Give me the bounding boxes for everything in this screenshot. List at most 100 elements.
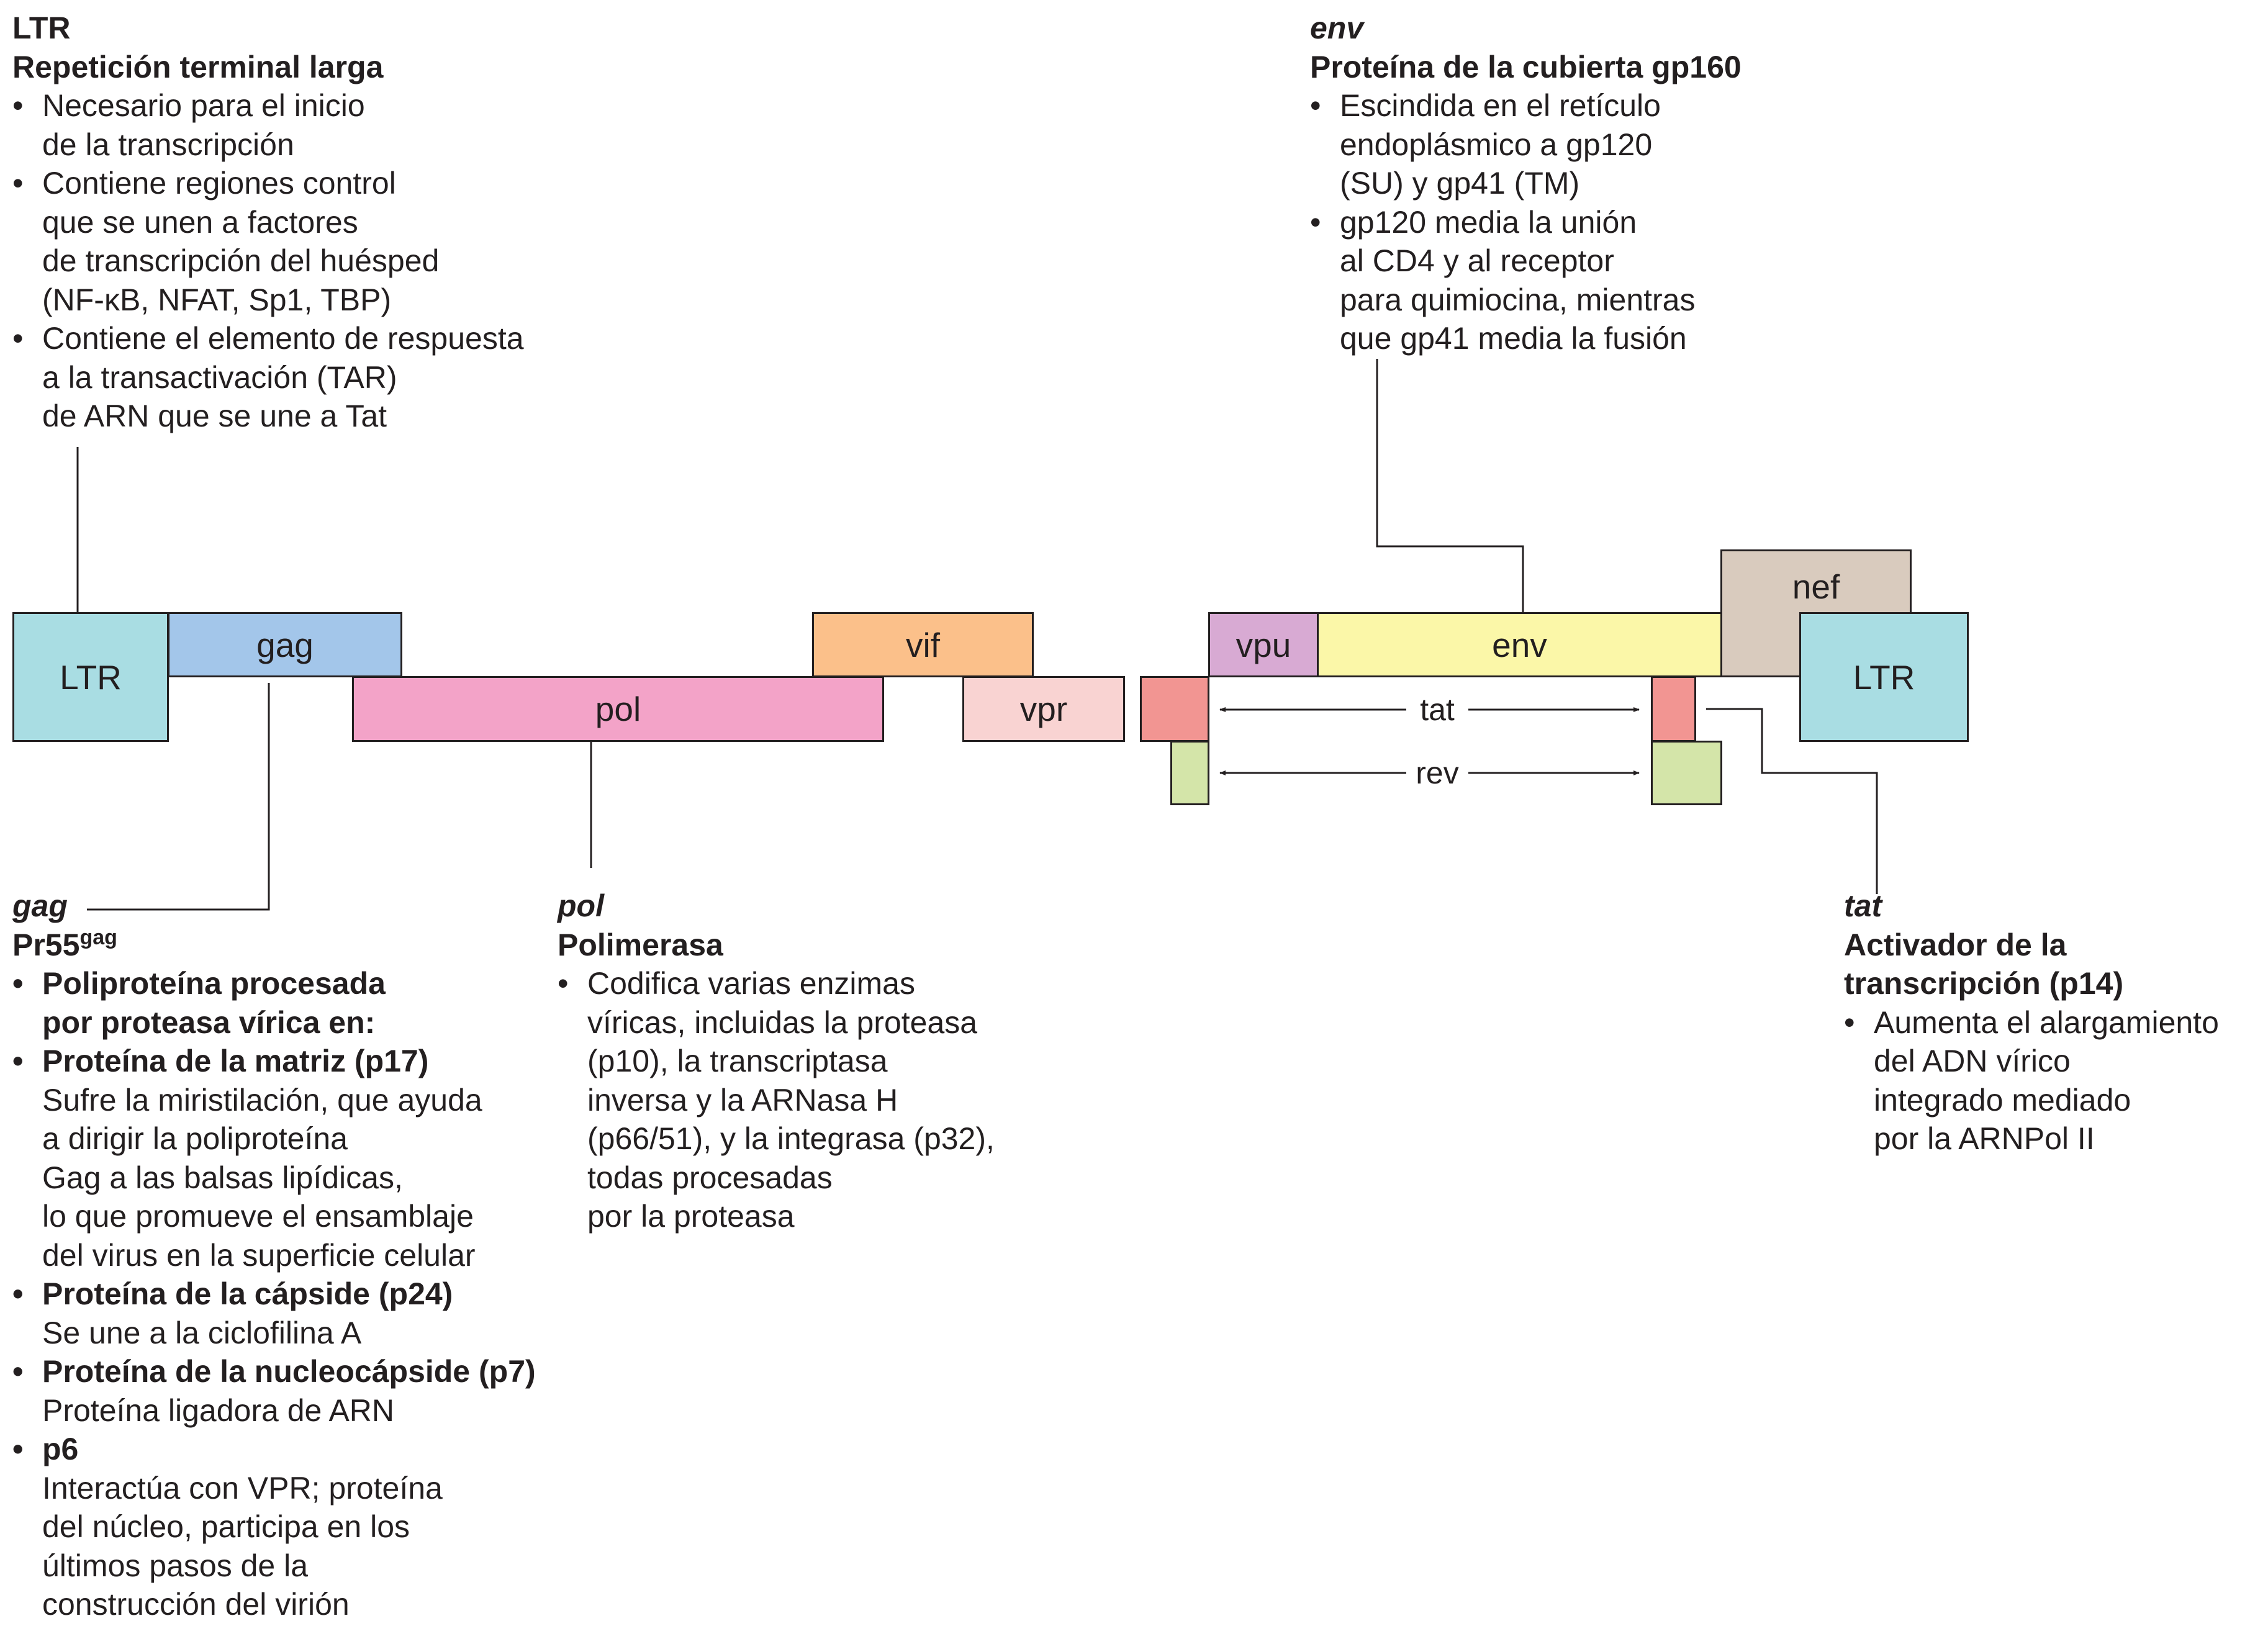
gag-body-line: del núcleo, participa en los [42, 1509, 410, 1544]
tat-bullet: Aumenta el alargamiento del ADN vírico i… [1844, 1003, 2219, 1158]
ltr-bullet: Contiene el elemento de respuesta a la t… [12, 319, 524, 436]
env-annotation-title: env [1310, 11, 1364, 45]
tat-annotation-title: tat [1844, 888, 1882, 923]
gag-bullet-heading: por proteasa vírica en: [42, 1005, 376, 1040]
gag-body-line: Interactúa con VPR; proteína [42, 1470, 443, 1506]
ltr-annotation-title: LTR [12, 11, 71, 45]
gene-gag: gag [168, 612, 402, 677]
gag-body-line: Gag a las balsas lipídicas, [42, 1160, 403, 1195]
ltr-bullet: Necesario para el inicio de la transcrip… [12, 86, 524, 164]
ltr-bullet-line: Contiene el elemento de respuesta [42, 321, 524, 356]
gag-leader-line [87, 683, 270, 911]
tat-annotation: tat Activador de la transcripción (p14) … [1844, 887, 2219, 1158]
gag-body-line: del virus en la superficie celular [42, 1237, 476, 1273]
gag-body-line: Sufre la miristilación, que ayuda [42, 1082, 482, 1118]
gag-bullet: Proteína de la cápside (p24) [12, 1275, 536, 1314]
ltr-annotation: LTR Repetición terminal larga Necesario … [12, 9, 524, 436]
pol-annotation-title: pol [558, 888, 604, 923]
gag-bullet: Proteína de la nucleocápside (p7) [12, 1352, 536, 1391]
gag-bullet-heading: Proteína de la matriz (p17) [42, 1044, 429, 1078]
gene-vpu-label: vpu [1236, 625, 1291, 664]
gag-body-line: a dirigir la poliproteína [42, 1121, 348, 1156]
gene-vpr: vpr [962, 676, 1125, 742]
gag-bullet: p6 [12, 1430, 536, 1469]
ltr-annotation-subtitle: Repetición terminal larga [12, 49, 384, 84]
ltr-bullet-line: Necesario para el inicio [42, 88, 365, 123]
ltr-bullet-line: Contiene regiones control [42, 166, 396, 201]
env-annotation: env Proteína de la cubierta gp160 Escind… [1310, 9, 1742, 358]
env-bullet-line: (SU) y gp41 (TM) [1340, 166, 1580, 201]
gene-env-label: env [1492, 625, 1547, 664]
pol-annotation: pol Polimerasa Codifica varias enzimas v… [558, 887, 995, 1236]
tat-exon-1 [1140, 676, 1209, 742]
gag-bullet: Proteína de la matriz (p17) [12, 1042, 536, 1081]
tat-bullet-line: Aumenta el alargamiento [1874, 1005, 2219, 1040]
pol-bullet-line: inversa y la ARNasa H [587, 1082, 898, 1118]
gene-nef-label: nef [1792, 567, 1840, 606]
gene-vpu: vpu [1208, 612, 1319, 677]
gag-annotation: gag Pr55gag Poliproteína procesada por p… [12, 887, 536, 1624]
gag-bullet-heading: p6 [42, 1432, 79, 1466]
gag-body-line: Se une a la ciclofilina A [42, 1315, 362, 1350]
gag-body-line: lo que promueve el ensamblaje [42, 1199, 474, 1234]
tat-annotation-subtitle: Activador de la transcripción (p14) [1844, 926, 2219, 1003]
gene-vif-label: vif [906, 625, 940, 664]
gene-ltr-left: LTR [12, 612, 169, 742]
gene-pol-label: pol [595, 690, 641, 728]
gag-bullet-heading: Proteína de la cápside (p24) [42, 1276, 453, 1311]
env-bullet-line: endoplásmico a gp120 [1340, 127, 1653, 162]
ltr-bullet-line: de transcripción del huésped [42, 243, 440, 278]
gag-subtitle-text: Pr55 [12, 927, 80, 962]
tat-bullet-line: por la ARNPol II [1874, 1121, 2095, 1156]
ltr-bullet-line: a la transactivación (TAR) [42, 359, 397, 395]
pol-bullet-line: víricas, incluidas la proteasa [587, 1005, 978, 1040]
gag-bullet: Poliproteína procesada por proteasa víri… [12, 964, 536, 1042]
pol-bullet-line: todas procesadas [587, 1160, 833, 1195]
gag-body-line: Proteína ligadora de ARN [42, 1393, 395, 1428]
env-bullet-line: gp120 media la unión [1340, 204, 1637, 240]
gag-bullet-body: Interactúa con VPR; proteína del núcleo,… [12, 1469, 536, 1624]
gene-vpr-label: vpr [1019, 690, 1068, 728]
env-bullet-line: al CD4 y al receptor [1340, 243, 1614, 278]
gene-ltr-right-label: LTR [1853, 657, 1915, 697]
gag-subtitle-superscript: gag [79, 925, 117, 949]
env-bullet: gp120 media la unión al CD4 y al recepto… [1310, 203, 1742, 358]
tat-leader-line [1706, 708, 1878, 894]
ltr-bullet-line: de ARN que se une a Tat [42, 399, 387, 433]
gag-bullet-body: Se une a la ciclofilina A [12, 1314, 536, 1353]
gag-bullet-body: Sufre la miristilación, que ayuda a diri… [12, 1081, 536, 1275]
env-annotation-subtitle: Proteína de la cubierta gp160 [1310, 49, 1742, 84]
gag-bullet-heading: Proteína de la nucleocápside (p7) [42, 1354, 536, 1389]
gene-vif: vif [812, 612, 1034, 677]
pol-bullet: Codifica varias enzimas víricas, incluid… [558, 964, 995, 1236]
gag-body-line: construcción del virión [42, 1587, 350, 1622]
rev-arrow-label: rev [1416, 756, 1459, 790]
ltr-bullet-line: de la transcripción [42, 127, 294, 162]
ltr-bullet-line: que se unen a factores [42, 204, 358, 240]
gag-annotation-title: gag [12, 888, 68, 923]
env-leader-line [1376, 359, 1524, 612]
gene-ltr-right: LTR [1799, 612, 1969, 742]
env-bullet-line: Escindida en el retículo [1340, 88, 1661, 123]
pol-bullet-line: (p66/51), y la integrasa (p32), [587, 1121, 995, 1156]
ltr-bullet: Contiene regiones control que se unen a … [12, 164, 524, 319]
env-bullet-line: para quimiocina, mientras [1340, 282, 1696, 317]
gag-annotation-subtitle: Pr55gag [12, 926, 536, 965]
env-bullet-line: que gp41 media la fusión [1340, 321, 1687, 356]
tat-bullet-line: del ADN vírico [1874, 1044, 2071, 1078]
rev-exon-2 [1651, 741, 1722, 805]
gene-env: env [1317, 612, 1722, 677]
pol-bullet-line: por la proteasa [587, 1199, 795, 1234]
gag-body-line: últimos pasos de la [42, 1548, 309, 1583]
tat-bullet-line: integrado mediado [1874, 1082, 2131, 1118]
rev-exon-1 [1170, 741, 1209, 805]
env-bullet: Escindida en el retículo endoplásmico a … [1310, 86, 1742, 203]
pol-bullet-line: Codifica varias enzimas [587, 966, 915, 1001]
ltr-bullet-line: (NF-κB, NFAT, Sp1, TBP) [42, 282, 392, 317]
pol-annotation-subtitle: Polimerasa [558, 927, 723, 962]
tat-arrow-label: tat [1420, 692, 1455, 727]
tat-subtitle-line: Activador de la [1844, 927, 2067, 962]
gag-bullet-heading: Poliproteína procesada [42, 966, 386, 1001]
tat-exon-2 [1651, 676, 1696, 742]
